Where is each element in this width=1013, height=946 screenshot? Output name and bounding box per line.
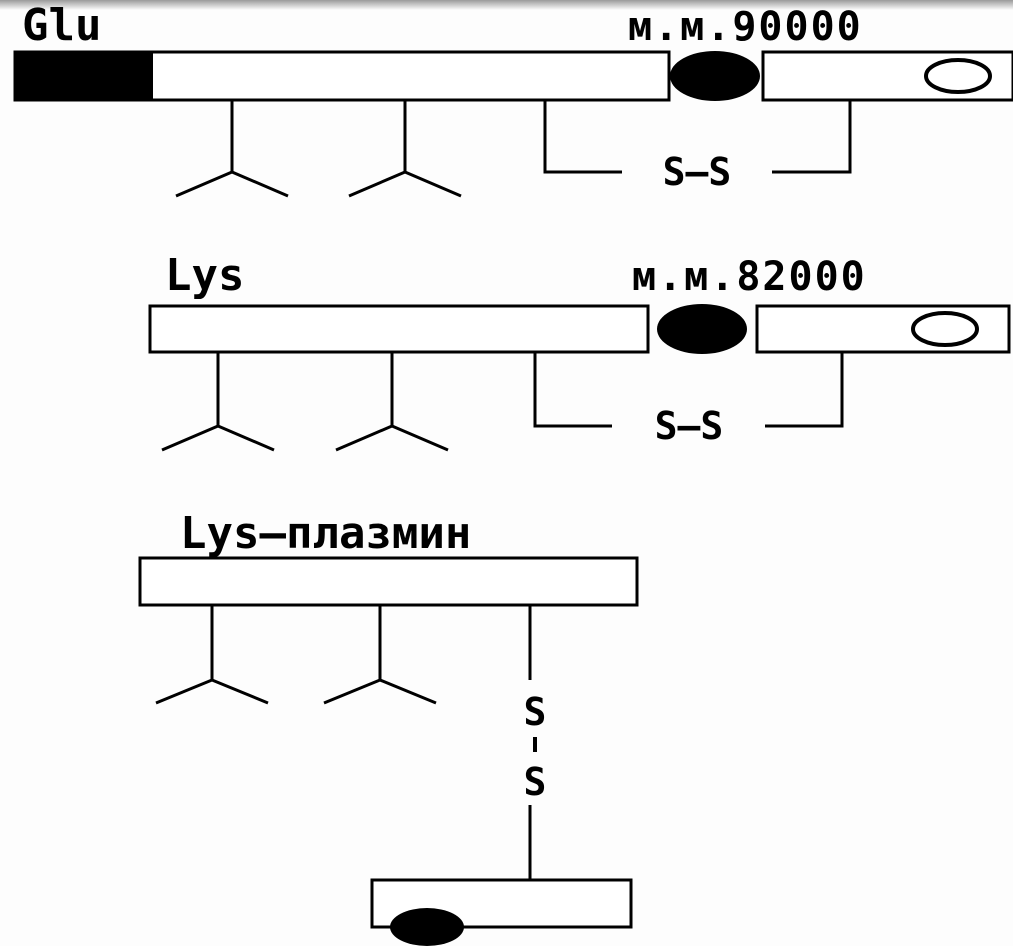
lys-plasmin: Lys–плазмин S S bbox=[138, 508, 639, 946]
glu-n-terminal-peptide bbox=[15, 52, 153, 100]
lys-plasmin-sulfur-2: S bbox=[524, 760, 547, 804]
lys-plasmin-heavy-chain bbox=[138, 556, 639, 607]
lys-bridge-right bbox=[765, 352, 844, 428]
lys-heavy-chain bbox=[148, 304, 650, 354]
lys-mass-label: м.м.82000 bbox=[632, 254, 867, 300]
glu-branch-1 bbox=[175, 100, 289, 198]
lys-plasmin-branch-1 bbox=[155, 605, 269, 705]
glu-branch-2 bbox=[348, 100, 462, 198]
lys-plasmin-branch-2 bbox=[323, 605, 437, 705]
glu-mass-label: м.м.90000 bbox=[628, 4, 863, 50]
lys-disulfide-label: S–S bbox=[655, 404, 724, 448]
top-shadow bbox=[0, 0, 1013, 10]
lys-plasmin-label: Lys–плазмин bbox=[180, 508, 471, 559]
glu-disulfide-label: S–S bbox=[663, 150, 732, 194]
glu-label: Glu bbox=[22, 0, 101, 51]
lys-plasmin-active-site bbox=[390, 908, 464, 946]
glu-bridge-right bbox=[772, 100, 852, 174]
lys-bridge-left bbox=[533, 352, 612, 428]
lys-plasminogen: Lys м.м.82000 S–S bbox=[148, 250, 1011, 452]
glu-active-site-circle bbox=[924, 58, 992, 94]
lys-branch-2 bbox=[335, 352, 449, 452]
glu-bridge-left bbox=[543, 100, 622, 174]
glu-plasminogen: Glu м.м.90000 S–S bbox=[13, 0, 1013, 198]
lys-label: Lys bbox=[165, 250, 244, 301]
lys-active-site-circle bbox=[911, 311, 979, 347]
lys-plasmin-sulfur-1: S bbox=[524, 690, 547, 734]
glu-activation-site bbox=[670, 51, 760, 101]
lys-branch-1 bbox=[161, 352, 275, 452]
lys-activation-site bbox=[657, 304, 747, 354]
